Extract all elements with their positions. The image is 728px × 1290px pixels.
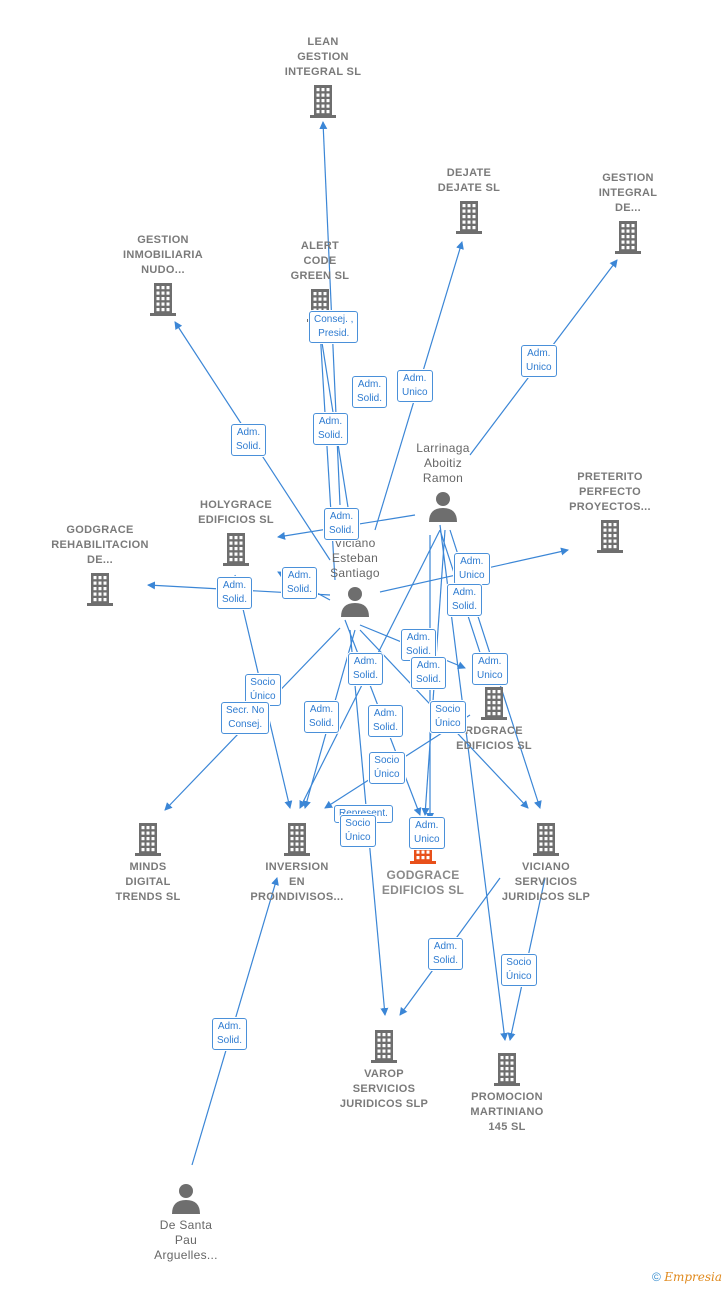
building-icon: [371, 1030, 397, 1063]
building-icon: [481, 687, 507, 720]
building-icon: [456, 201, 482, 234]
node-label: VAROP SERVICIOS JURIDICOS SLP: [339, 1068, 429, 1110]
edge-label[interactable]: Consej. , Presid.: [309, 311, 359, 343]
edge-label[interactable]: Adm. Solid.: [428, 938, 464, 970]
node-label: GESTION INMOBILIARIA NUDO...: [123, 234, 203, 276]
node-viciano-servicios[interactable]: VICIANO SERVICIOS JURIDICOS SLP: [486, 818, 606, 905]
building-icon: [223, 533, 249, 566]
node-label: PRETERITO PERFECTO PROYECTOS...: [569, 471, 651, 513]
person-icon: [341, 587, 369, 617]
building-icon: [310, 85, 336, 118]
edge-label[interactable]: Adm. Solid.: [447, 584, 483, 616]
edge-label[interactable]: Socio Único: [340, 815, 376, 847]
building-icon: [597, 520, 623, 553]
building-icon: [615, 221, 641, 254]
building-icon: [284, 823, 310, 856]
edge-label[interactable]: Adm. Solid.: [231, 424, 267, 456]
edge-label[interactable]: Socio Único: [369, 752, 405, 784]
copyright-symbol: ©: [652, 1270, 661, 1284]
node-label: GODGRACE REHABILITACION DE...: [51, 524, 149, 566]
node-godgrace-rehabilitacion[interactable]: GODGRACE REHABILITACION DE...: [40, 523, 160, 610]
edge-label[interactable]: Adm. Solid.: [368, 705, 404, 737]
node-lean[interactable]: LEAN GESTION INTEGRAL SL: [263, 35, 383, 122]
node-promocion[interactable]: PROMOCION MARTINIANO 145 SL: [447, 1048, 567, 1135]
edge-label[interactable]: Adm. Solid.: [212, 1018, 248, 1050]
edge-label[interactable]: Adm. Solid.: [401, 629, 437, 661]
node-label: Viciano Esteban Santiago: [330, 536, 380, 580]
edge-label[interactable]: Socio Único: [430, 701, 466, 733]
node-minds[interactable]: MINDS DIGITAL TRENDS SL: [88, 818, 208, 905]
node-rdgrace[interactable]: RDGRACE EDIFICIOS SL: [434, 682, 554, 754]
building-icon: [87, 573, 113, 606]
node-viciano[interactable]: Viciano Esteban Santiago: [295, 536, 415, 621]
edge-label[interactable]: Secr. No Consej.: [221, 702, 270, 734]
node-gestion-inmobiliaria[interactable]: GESTION INMOBILIARIA NUDO...: [103, 233, 223, 320]
edge-label[interactable]: Adm. Solid.: [348, 653, 384, 685]
node-inversion[interactable]: INVERSION EN PROINDIVISOS...: [237, 818, 357, 905]
edge-label[interactable]: Adm. Solid.: [324, 508, 360, 540]
building-icon: [494, 1053, 520, 1086]
node-preterito[interactable]: PRETERITO PERFECTO PROYECTOS...: [550, 470, 670, 557]
node-label: INVERSION EN PROINDIVISOS...: [250, 861, 344, 903]
edge-label[interactable]: Adm. Solid.: [217, 577, 253, 609]
edge-label[interactable]: Adm. Unico: [454, 553, 490, 585]
building-icon: [533, 823, 559, 856]
node-label: MINDS DIGITAL TRENDS SL: [115, 861, 181, 903]
node-label: DEJATE DEJATE SL: [437, 167, 501, 194]
node-label: PROMOCION MARTINIANO 145 SL: [470, 1091, 544, 1133]
edge-label[interactable]: Adm. Unico: [409, 817, 445, 849]
node-label: GODGRACE EDIFICIOS SL: [381, 868, 465, 897]
edge-label[interactable]: Adm. Unico: [397, 370, 433, 402]
edge-label[interactable]: Adm. Solid.: [313, 413, 349, 445]
person-icon: [172, 1184, 200, 1214]
building-icon: [135, 823, 161, 856]
footer-credit: © Empresia: [652, 1270, 722, 1284]
brand-logo[interactable]: Empresia: [664, 1270, 722, 1284]
node-holygrace[interactable]: HOLYGRACE EDIFICIOS SL: [176, 498, 296, 570]
edge-label[interactable]: Socio Único: [501, 954, 537, 986]
edge-label[interactable]: Adm. Solid.: [411, 657, 447, 689]
node-label: VICIANO SERVICIOS JURIDICOS SLP: [501, 861, 591, 903]
person-icon: [429, 492, 457, 522]
edge-label[interactable]: Socio Único: [245, 674, 281, 706]
node-label: LEAN GESTION INTEGRAL SL: [284, 36, 362, 78]
node-label: GESTION INTEGRAL DE...: [598, 172, 658, 214]
edge-label[interactable]: Adm. Solid.: [304, 701, 340, 733]
node-dejate[interactable]: DEJATE DEJATE SL: [409, 166, 529, 238]
node-de-santa-pau[interactable]: De Santa Pau Arguelles...: [126, 1178, 246, 1263]
edge-label[interactable]: Adm. Solid.: [352, 376, 388, 408]
node-label: Larrinaga Aboitiz Ramon: [416, 441, 470, 485]
node-varop[interactable]: VAROP SERVICIOS JURIDICOS SLP: [324, 1025, 444, 1112]
edge-label[interactable]: Adm. Unico: [521, 345, 557, 377]
node-label: RDGRACE EDIFICIOS SL: [456, 725, 532, 752]
node-larrinaga[interactable]: Larrinaga Aboitiz Ramon: [383, 441, 503, 526]
edge-label[interactable]: Adm. Solid.: [282, 567, 318, 599]
node-label: De Santa Pau Arguelles...: [154, 1218, 218, 1262]
node-label: ALERT CODE GREEN SL: [290, 240, 350, 282]
node-label: HOLYGRACE EDIFICIOS SL: [198, 499, 274, 526]
edge-label[interactable]: Adm. Unico: [472, 653, 508, 685]
building-icon: [150, 283, 176, 316]
node-gestion-integral[interactable]: GESTION INTEGRAL DE...: [568, 171, 688, 258]
